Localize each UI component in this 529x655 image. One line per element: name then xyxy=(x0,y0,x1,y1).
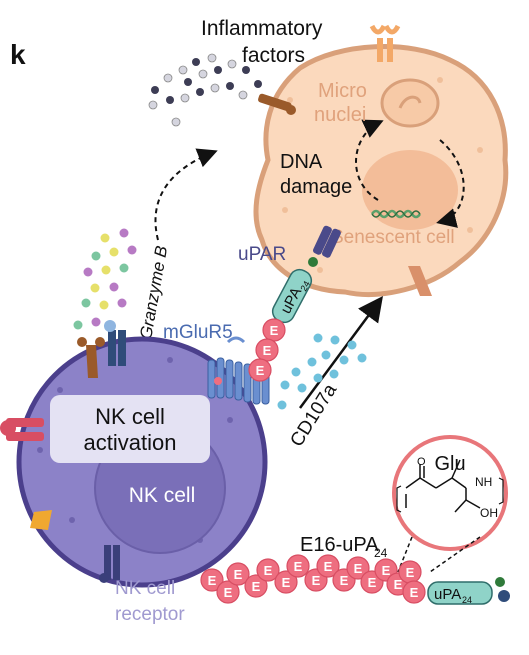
label-inflammatory-1: Inflammatory xyxy=(201,17,323,40)
glu-structure-circle xyxy=(392,435,508,551)
cycle-arrow-right xyxy=(436,139,465,228)
senescent-receptor-top xyxy=(369,24,401,62)
cd107a-arrow xyxy=(298,295,383,409)
label-nk-cell: NK cell xyxy=(129,484,196,507)
granzyme-arrow xyxy=(154,148,218,241)
svg-text:uPA: uPA xyxy=(434,586,461,603)
secretory-receptor xyxy=(258,93,296,115)
label-upar: uPAR xyxy=(238,244,286,265)
nk-receptor-top xyxy=(104,320,126,366)
cycle-arrow-left xyxy=(355,119,384,201)
e-bead-chain-short xyxy=(248,318,286,382)
label-glu-oh: OH xyxy=(480,506,498,520)
e16-bead-chain xyxy=(200,554,426,604)
nk-receptor-left-pink xyxy=(0,418,44,441)
upa24-peptide: uPA 24 xyxy=(271,268,313,324)
nk-receptor-top-left xyxy=(77,337,105,378)
label-glu-o: O xyxy=(417,456,426,468)
svg-text:24: 24 xyxy=(298,279,312,293)
label-nk-activation-2: activation xyxy=(84,430,177,455)
inflammatory-factor-dots xyxy=(148,53,262,127)
cd107a-vesicles xyxy=(277,333,367,410)
upar-receptor xyxy=(308,225,341,267)
upa24-terminal: uPA 24 xyxy=(427,577,510,605)
glu-leader-right xyxy=(429,536,481,573)
senescent-nucleus xyxy=(362,150,458,230)
label-e16-upa24: E16-uPA xyxy=(300,534,379,556)
nk-cell xyxy=(16,336,268,588)
label-e16-sub: 24 xyxy=(374,546,388,560)
label-glu: Glu xyxy=(434,453,465,475)
panel-letter: k xyxy=(10,39,26,70)
label-nk-receptor-1: NK cell xyxy=(115,578,175,599)
label-mglur5: mGluR5 xyxy=(163,322,233,343)
nk-receptor-left-yellow xyxy=(30,510,52,530)
label-senescent-cell: Senescent cell xyxy=(331,227,455,248)
label-glu-nh: NH xyxy=(475,475,492,489)
label-inflammatory-2: factors xyxy=(242,44,305,67)
label-nk-receptor-2: receptor xyxy=(115,604,185,625)
label-micronuclei-2: nuclei xyxy=(314,104,366,126)
granzyme-granules xyxy=(73,228,137,330)
label-nk-activation-1: NK cell xyxy=(95,404,165,429)
senescent-cell xyxy=(253,44,509,297)
nk-cell-receptor-bottom xyxy=(99,545,120,583)
svg-text:24: 24 xyxy=(462,595,472,605)
micronucleus xyxy=(380,78,440,128)
label-micronuclei-1: Micro xyxy=(318,80,367,102)
senescent-receptor-bottom xyxy=(408,266,432,296)
label-dna-2: damage xyxy=(280,176,352,198)
nk-activation-box xyxy=(50,395,210,463)
label-dna-1: DNA xyxy=(280,151,323,173)
